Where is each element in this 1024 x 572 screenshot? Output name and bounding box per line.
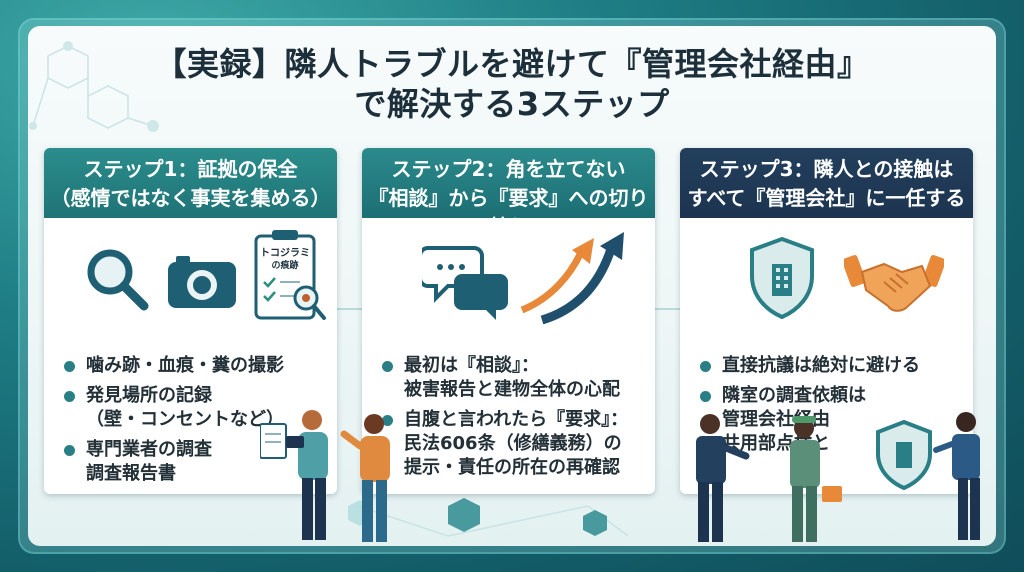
person-woman-illustration — [340, 414, 390, 542]
page-title: 【実録】隣人トラブルを避けて『管理会社経由』 で解決する3ステップ — [28, 44, 996, 124]
step-2-points: 最初は『相談』：被害報告と建物全体の心配 自腹と言われたら『要求』：民法606条… — [380, 354, 645, 486]
step-1-subtitle: （感情ではなく事実を集める） — [50, 186, 331, 210]
list-item: 最初は『相談』：被害報告と建物全体の心配 — [380, 354, 645, 402]
step-1-card: ステップ1：証拠の保全 （感情ではなく事実を集める） トコジラミ の痕跡 — [44, 148, 337, 494]
step-2-subtitle: 『相談』から『要求』への切り替え — [368, 186, 649, 239]
list-item: 自腹と言われたら『要求』：民法606条（修繕義務）の提示・責任の所在の再確認 — [380, 408, 645, 480]
clipboard-icon: トコジラミ の痕跡 — [254, 230, 326, 320]
magnifier-icon — [87, 249, 149, 311]
shield-building-icon — [750, 236, 814, 320]
list-item: 専門業者の調査調査報告書 — [62, 438, 327, 486]
up-arrows-icon — [520, 232, 624, 324]
list-item: 発見場所の記録（壁・コンセントなど） — [62, 384, 327, 432]
step-1-header: ステップ1：証拠の保全 （感情ではなく事実を集める） — [44, 148, 337, 218]
step-3-title: ステップ3：隣人との接触は — [699, 157, 954, 181]
speech-bubbles-icon — [422, 246, 508, 320]
person-inspector-illustration — [790, 416, 842, 542]
step-3-header: ステップ3：隣人との接触は すべて『管理会社』に一任する — [680, 148, 973, 218]
connector-line-1 — [337, 308, 362, 310]
step-2-card: ステップ2：角を立てない 『相談』から『要求』への切り替え 最初は『相談』：被害… — [362, 148, 655, 494]
handshake-icon — [844, 255, 944, 312]
step-3-icons — [680, 228, 973, 328]
person-photographer-illustration — [260, 410, 328, 540]
clipboard-label-2: の痕跡 — [271, 259, 298, 271]
person-manager-illustration — [696, 414, 750, 542]
step-1-icons: トコジラミ の痕跡 — [44, 228, 337, 328]
title-line-2: で解決する3ステップ — [354, 85, 670, 123]
step-1-points: 噛み跡・血痕・糞の撮影 発見場所の記録（壁・コンセントなど） 専門業者の調査調査… — [62, 354, 327, 492]
step-2-header: ステップ2：角を立てない 『相談』から『要求』への切り替え — [362, 148, 655, 239]
person-agent-illustration — [933, 412, 980, 540]
title-line-1: 【実録】隣人トラブルを避けて『管理会社経由』 — [154, 45, 870, 83]
step-1-title: ステップ1：証拠の保全 — [83, 157, 298, 181]
connector-line-2 — [655, 308, 680, 310]
clipboard-label-1: トコジラミ — [260, 247, 310, 259]
list-item: 直接抗議は絶対に避ける — [698, 354, 963, 378]
step-3-subtitle: すべて『管理会社』に一任する — [687, 186, 966, 210]
step-2-icons — [362, 228, 655, 328]
camera-icon — [168, 256, 236, 308]
infographic-board: 【実録】隣人トラブルを避けて『管理会社経由』 で解決する3ステップ ステップ1：… — [28, 26, 996, 546]
step-2-title: ステップ2：角を立てない — [391, 157, 626, 181]
list-item: 噛み跡・血痕・糞の撮影 — [62, 354, 327, 378]
shield-building-icon-secondary — [876, 420, 932, 490]
